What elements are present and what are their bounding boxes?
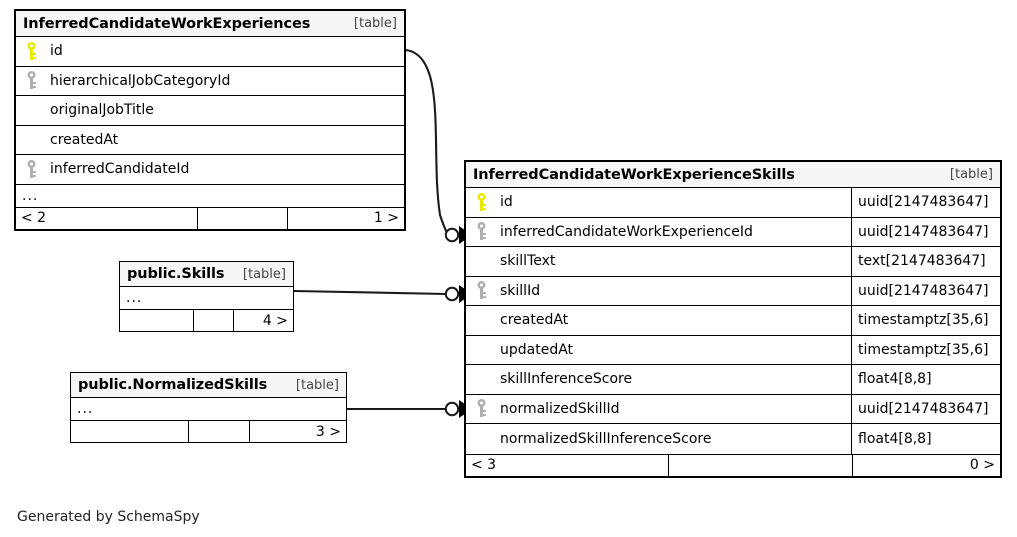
field-type: float4[8,8] xyxy=(851,365,1000,394)
table-row[interactable]: originalJobTitle xyxy=(16,96,404,126)
no-key-spacer xyxy=(466,247,496,276)
field-name: id xyxy=(50,43,63,60)
more-fields-row[interactable]: ... xyxy=(71,398,346,420)
table-type-tag: [table] xyxy=(949,167,993,182)
table-row[interactable]: skillInferenceScore float4[8,8] xyxy=(466,365,1000,395)
table-field-list: id hierarchicalJobCategoryId xyxy=(16,37,404,207)
relationship-endpoint-circle xyxy=(444,401,460,417)
table-public-normalized-skills[interactable]: public.NormalizedSkills [table] ... 3 > xyxy=(70,372,347,443)
table-row[interactable]: inferredCandidateWorkExperienceId uuid[2… xyxy=(466,217,1000,247)
table-field-list: ... xyxy=(71,398,346,420)
table-footer: < 2 1 > xyxy=(16,206,404,229)
foreign-key-icon xyxy=(466,395,496,424)
table-row[interactable]: inferredCandidateId xyxy=(16,155,404,185)
footer-outgoing-relations-count[interactable]: 3 > xyxy=(315,423,341,440)
field-name: originalJobTitle xyxy=(50,102,154,119)
no-key-spacer xyxy=(466,306,496,335)
field-type: uuid[2147483647] xyxy=(851,217,1000,246)
no-key-spacer xyxy=(466,424,496,454)
table-row[interactable]: createdAt timestamptz[35,6] xyxy=(466,306,1000,336)
table-field-list: ... xyxy=(120,287,293,309)
field-name: id xyxy=(500,194,513,211)
field-name: updatedAt xyxy=(500,341,574,358)
field-name: normalizedSkillInferenceScore xyxy=(500,430,712,447)
foreign-key-icon xyxy=(16,155,46,184)
more-fields-row[interactable]: ... xyxy=(16,184,404,207)
table-header: public.Skills [table] xyxy=(120,262,293,287)
field-type: text[2147483647] xyxy=(851,247,1000,276)
footer-middle-cell xyxy=(198,207,288,229)
table-row[interactable]: normalizedSkillId uuid[2147483647] xyxy=(466,394,1000,424)
field-type: uuid[2147483647] xyxy=(851,188,1000,217)
table-row[interactable]: normalizedSkillInferenceScore float4[8,8… xyxy=(466,424,1000,454)
footer-incoming-relations-count[interactable] xyxy=(71,421,190,442)
table-footer: < 3 0 > xyxy=(466,453,1000,476)
table-row[interactable]: skillText text[2147483647] xyxy=(466,247,1000,277)
footer-incoming-relations-count[interactable]: < 2 xyxy=(16,207,199,229)
field-type: float4[8,8] xyxy=(851,424,1000,454)
relationship-line-skills xyxy=(293,289,447,296)
field-name: createdAt xyxy=(50,131,119,148)
table-type-tag: [table] xyxy=(295,377,339,393)
field-type: timestamptz[35,6] xyxy=(851,335,1000,364)
table-footer: 4 > xyxy=(120,309,293,331)
table-inferred-candidate-work-experience-skills[interactable]: InferredCandidateWorkExperienceSkills [t… xyxy=(464,160,1002,478)
table-row[interactable]: createdAt xyxy=(16,125,404,155)
table-header: InferredCandidateWorkExperienceSkills [t… xyxy=(466,162,1000,188)
table-type-tag: [table] xyxy=(242,266,286,282)
footer-outgoing-relations-count[interactable]: 4 > xyxy=(262,312,288,329)
relationship-line-work-experience xyxy=(405,48,448,234)
footer-outgoing-relations-count[interactable]: 1 > xyxy=(373,210,399,226)
table-footer: 3 > xyxy=(71,420,346,442)
footer-incoming-relations-count[interactable]: < 3 xyxy=(466,454,669,476)
field-type: timestamptz[35,6] xyxy=(851,306,1000,335)
no-key-spacer xyxy=(16,96,46,125)
table-row[interactable]: id xyxy=(16,37,404,67)
footer-middle-cell xyxy=(669,454,854,476)
field-type: uuid[2147483647] xyxy=(851,394,1000,423)
footer-outgoing-relations-count[interactable]: 0 > xyxy=(969,457,995,473)
footer-middle-cell xyxy=(189,421,250,442)
primary-key-icon xyxy=(466,188,496,217)
field-name: hierarchicalJobCategoryId xyxy=(50,72,231,89)
table-row[interactable]: hierarchicalJobCategoryId xyxy=(16,66,404,96)
table-title: InferredCandidateWorkExperienceSkills xyxy=(473,166,795,183)
field-name: createdAt xyxy=(500,312,569,329)
table-row[interactable]: updatedAt timestamptz[35,6] xyxy=(466,335,1000,365)
table-inferred-candidate-work-experiences[interactable]: InferredCandidateWorkExperiences [table]… xyxy=(14,9,406,231)
table-title: public.Skills xyxy=(127,266,225,282)
footer-middle-cell xyxy=(194,310,235,331)
field-name: inferredCandidateId xyxy=(50,161,190,178)
relationship-endpoint-circle xyxy=(444,227,460,243)
relationship-endpoint-circle xyxy=(444,286,460,302)
field-name: skillId xyxy=(500,282,541,299)
table-field-list: id uuid[2147483647] inferredCandidateWor… xyxy=(466,188,1000,454)
foreign-key-icon xyxy=(466,277,496,306)
table-title: InferredCandidateWorkExperiences xyxy=(23,15,311,32)
table-header: public.NormalizedSkills [table] xyxy=(71,373,346,398)
field-name: skillInferenceScore xyxy=(500,371,633,388)
footer-incoming-relations-count[interactable] xyxy=(120,310,195,331)
no-key-spacer xyxy=(466,336,496,365)
no-key-spacer xyxy=(16,126,46,155)
table-row[interactable]: skillId uuid[2147483647] xyxy=(466,276,1000,306)
table-public-skills[interactable]: public.Skills [table] ... 4 > xyxy=(119,261,294,332)
field-type: uuid[2147483647] xyxy=(851,276,1000,305)
more-fields-row[interactable]: ... xyxy=(120,287,293,309)
field-name: skillText xyxy=(500,253,556,270)
field-name: normalizedSkillId xyxy=(500,400,620,417)
table-row[interactable]: id uuid[2147483647] xyxy=(466,188,1000,218)
primary-key-icon xyxy=(16,37,46,66)
generated-by-caption: Generated by SchemaSpy xyxy=(17,509,200,525)
field-name: inferredCandidateWorkExperienceId xyxy=(500,223,753,240)
table-type-tag: [table] xyxy=(353,16,397,31)
table-header: InferredCandidateWorkExperiences [table] xyxy=(16,11,404,37)
foreign-key-icon xyxy=(16,67,46,96)
no-key-spacer xyxy=(466,365,496,394)
foreign-key-icon xyxy=(466,218,496,247)
table-title: public.NormalizedSkills xyxy=(78,377,268,393)
